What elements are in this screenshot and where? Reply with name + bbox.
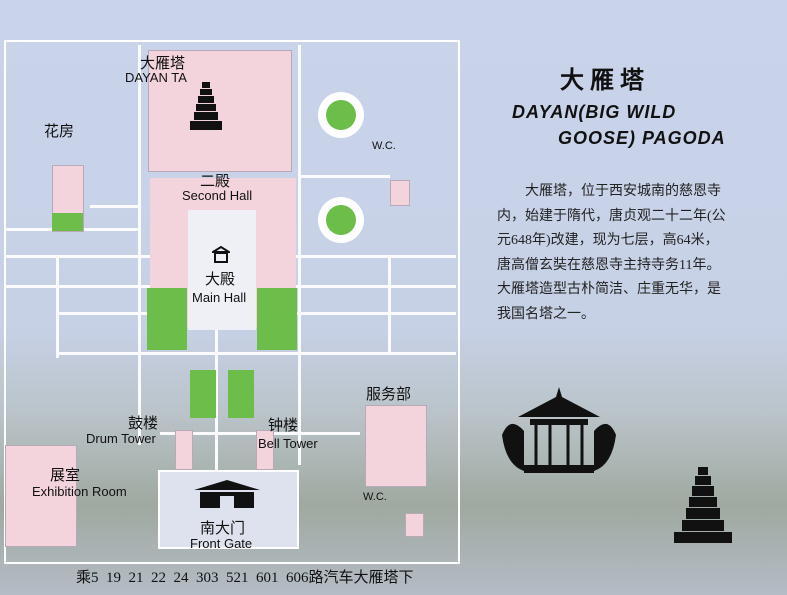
front-gate-label-cn: 南大门 bbox=[200, 520, 246, 537]
round-garden-lawn bbox=[326, 205, 356, 235]
green-lawn bbox=[257, 288, 297, 350]
road bbox=[90, 205, 138, 208]
front-gate-label-en: Front Gate bbox=[190, 536, 253, 551]
drum-tower-label-cn: 鼓楼 bbox=[128, 415, 159, 432]
road bbox=[388, 255, 391, 355]
road bbox=[300, 175, 390, 178]
gate-icon bbox=[194, 480, 260, 508]
bell-tower-block bbox=[256, 430, 274, 470]
small-building bbox=[390, 180, 410, 206]
description-line: 元648年)改建，现为七层，高64米， bbox=[497, 233, 719, 248]
road bbox=[56, 258, 59, 358]
wc-label: W.C. bbox=[372, 140, 396, 152]
drum-tower-block bbox=[175, 430, 193, 470]
service-label: 服务部 bbox=[366, 386, 412, 403]
pagoda-label-cn: 大雁塔 bbox=[140, 55, 186, 72]
road bbox=[138, 45, 141, 445]
pagoda-label-en: DAYAN TA bbox=[125, 70, 187, 85]
main-hall-label-cn: 大殿 bbox=[205, 271, 236, 288]
road bbox=[56, 352, 456, 355]
round-garden-lawn bbox=[326, 100, 356, 130]
info-description: 大雁塔，位于西安城南的慈恩寺 内，始建于隋代，唐贞观二十二年(公 元648年)改… bbox=[497, 180, 767, 327]
road bbox=[298, 45, 301, 465]
description-line: 我国名塔之一。 bbox=[497, 306, 595, 322]
bell-tower-label-cn: 钟楼 bbox=[268, 417, 299, 434]
flower-house-label: 花房 bbox=[44, 123, 75, 140]
hall-icon bbox=[212, 246, 230, 263]
info-title-en-1: DAYAN(BIG WILD bbox=[512, 102, 677, 122]
pavilion-illustration-icon bbox=[502, 387, 616, 473]
wc-block bbox=[405, 513, 424, 537]
green-lawn bbox=[228, 370, 254, 418]
exhibition-label-cn: 展室 bbox=[50, 467, 81, 484]
description-line: 大雁塔，位于西安城南的慈恩寺 bbox=[525, 184, 721, 199]
bus-info: 乘5 19 21 22 24 303 521 601 606路汽车大雁塔下 bbox=[76, 570, 414, 586]
exhibition-building bbox=[5, 445, 77, 547]
map-border bbox=[4, 40, 460, 564]
wc-label: W.C. bbox=[363, 491, 387, 503]
info-title-cn: 大雁塔 bbox=[560, 66, 650, 94]
pagoda-illustration-icon bbox=[674, 467, 732, 543]
road bbox=[215, 330, 218, 470]
green-lawn bbox=[147, 288, 187, 350]
bell-tower-label-en: Bell Tower bbox=[258, 436, 318, 451]
pagoda-courtyard bbox=[148, 50, 292, 172]
flower-garden bbox=[52, 213, 83, 231]
info-title-en-2: GOOSE) PAGODA bbox=[558, 128, 726, 148]
pagoda-icon bbox=[190, 82, 222, 130]
green-lawn bbox=[190, 370, 216, 418]
drum-tower-label-en: Drum Tower bbox=[86, 431, 156, 446]
description-line: 内，始建于隋代，唐贞观二十二年(公 bbox=[497, 208, 726, 224]
main-hall-label-en: Main Hall bbox=[192, 290, 247, 305]
second-hall-label-en: Second Hall bbox=[182, 188, 253, 203]
hall-courtyard bbox=[188, 210, 256, 330]
description-line: 大雁塔造型古朴简洁、庄重无华，是 bbox=[497, 282, 721, 297]
service-building bbox=[365, 405, 427, 487]
exhibition-label-en: Exhibition Room bbox=[32, 484, 127, 499]
second-hall-label-cn: 二殿 bbox=[200, 173, 231, 190]
description-line: 唐高僧玄奘在慈恩寺主持寺务11年。 bbox=[497, 257, 721, 273]
